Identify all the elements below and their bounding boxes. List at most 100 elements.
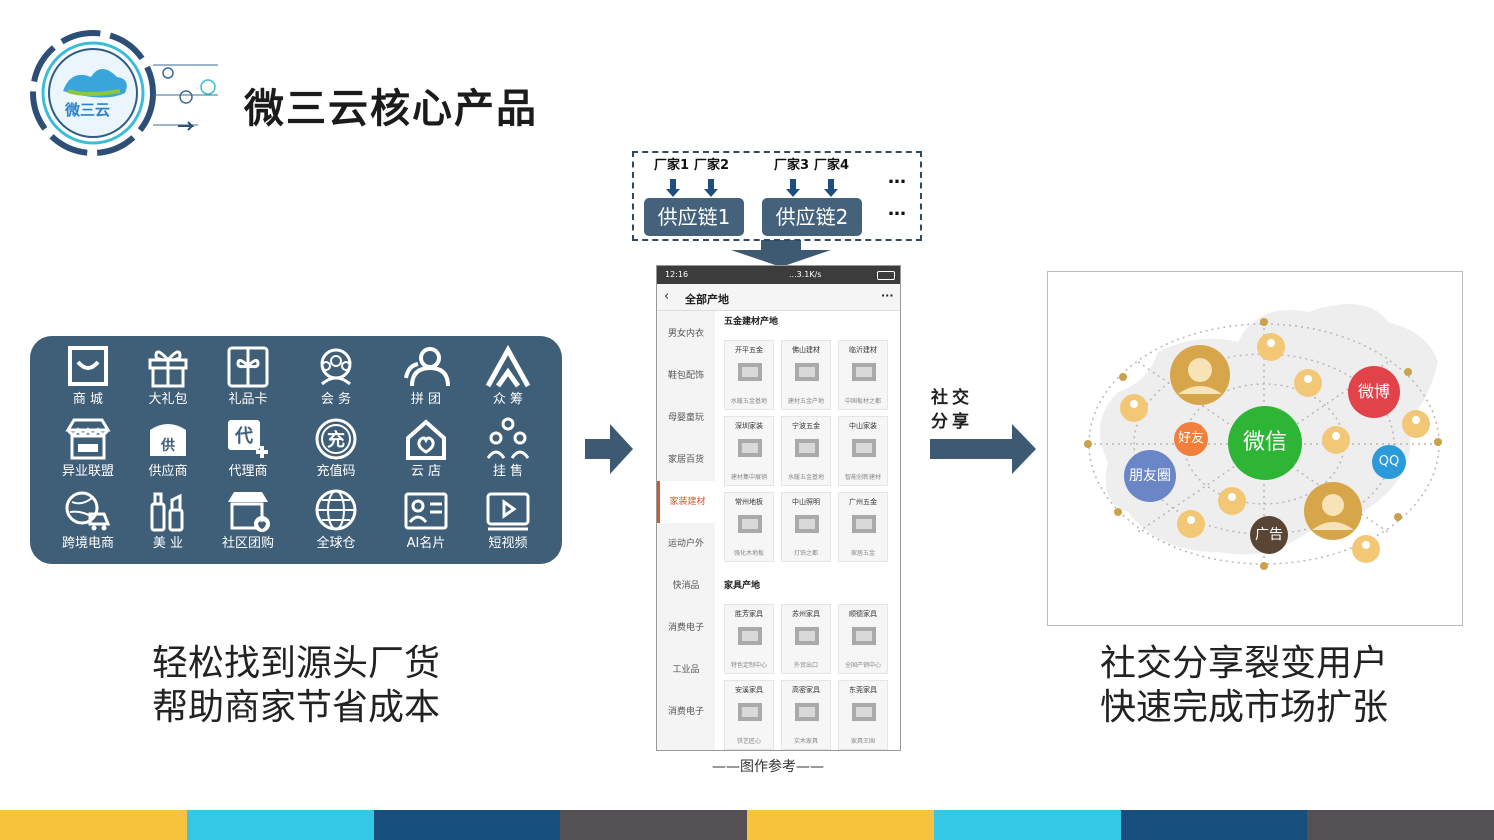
- product-card[interactable]: 高密家具实木家具: [781, 680, 831, 750]
- product-card[interactable]: 常州地板强化木地板: [724, 492, 774, 562]
- community-group-buy-icon: [228, 492, 270, 532]
- feature-ai-card[interactable]: AI名片: [382, 482, 470, 554]
- right-caption: 社交分享裂变用户 快速完成市场扩张: [1100, 642, 1388, 730]
- product-card[interactable]: 顺德家具全国产销中心: [838, 604, 888, 674]
- product-card[interactable]: 深圳家装建材集中展销: [724, 416, 774, 486]
- product-name: 深圳家装: [735, 422, 763, 430]
- feature-community-group-buy[interactable]: 社区团购: [204, 482, 292, 554]
- back-icon[interactable]: ‹: [664, 289, 670, 304]
- product-name: 顺德家具: [849, 610, 877, 618]
- footer-segment: [0, 810, 187, 840]
- product-subtitle: 建材五金产地: [787, 398, 824, 405]
- sidebar-item-category[interactable]: 家居百货: [667, 455, 704, 465]
- left-caption: 轻松找到源头厂货 帮助商家节省成本: [152, 642, 440, 730]
- factory-label: 厂家3: [774, 158, 810, 173]
- feature-label: AI名片: [406, 536, 446, 551]
- section-title: 五金建材产地: [724, 317, 779, 327]
- product-card[interactable]: 佛山建材建材五金产地: [781, 340, 831, 410]
- more-menu-icon[interactable]: ···: [881, 289, 894, 302]
- section-title: 家具产地: [724, 581, 761, 591]
- feature-label: 供应商: [148, 464, 188, 479]
- feature-shopping-bag[interactable]: 商 城: [44, 338, 132, 410]
- sidebar-item-category[interactable]: 鞋包配饰: [667, 371, 704, 381]
- sidebar-item-category[interactable]: 消费电子: [667, 623, 704, 633]
- product-card[interactable]: 安溪家具铁艺匠心: [724, 680, 774, 750]
- product-subtitle: 水暖五金基地: [787, 474, 824, 481]
- factory-arrows: [666, 179, 838, 197]
- feature-storefront[interactable]: 异业联盟: [44, 410, 132, 482]
- features-panel: 商 城大礼包礼品卡会 务拼 团众 筹异业联盟供供应商代代理商充充值码云 店挂 售…: [30, 336, 562, 564]
- footer-segment: [933, 810, 1121, 840]
- feature-short-video[interactable]: 短视频: [464, 482, 552, 554]
- product-card[interactable]: 临沂建材中国板材之都: [838, 340, 888, 410]
- product-subtitle: 特色定制中心: [730, 662, 767, 669]
- sidebar-item-category[interactable]: 家装建材: [657, 481, 715, 523]
- svg-text:充: 充: [327, 429, 345, 451]
- product-image-icon: [795, 703, 819, 721]
- gift-card-icon: [227, 346, 269, 388]
- short-video-icon: [486, 492, 530, 531]
- sidebar-item-category[interactable]: 男女内衣: [667, 329, 704, 339]
- product-subtitle: 水暖五金基地: [730, 398, 767, 405]
- nav-bar: ‹ 全部产地 ···: [657, 284, 900, 311]
- feature-cloud-store[interactable]: 云 店: [382, 410, 470, 482]
- product-subtitle: 全国产销中心: [844, 662, 881, 669]
- feature-meeting-group[interactable]: 会 务: [292, 338, 380, 410]
- feature-gift-box[interactable]: 大礼包: [124, 338, 212, 410]
- feature-label: 礼品卡: [228, 392, 268, 407]
- feature-label: 全球仓: [316, 536, 356, 551]
- sidebar-item-category[interactable]: 母婴童玩: [667, 413, 704, 423]
- product-card[interactable]: 中山照明灯饰之都: [781, 492, 831, 562]
- arrow-right-long-icon: [930, 424, 1036, 474]
- battery-icon: [877, 271, 895, 280]
- product-name: 宁波五金: [792, 422, 820, 430]
- product-subtitle: 外贸出口: [793, 662, 818, 669]
- sidebar-item-category[interactable]: 消费电子: [667, 707, 704, 717]
- right-caption-line1: 社交分享裂变用户: [1100, 643, 1389, 684]
- feature-agent[interactable]: 代代理商: [204, 410, 292, 482]
- feature-global-warehouse[interactable]: 全球仓: [292, 482, 380, 554]
- feature-cross-border[interactable]: 跨境电商: [44, 482, 132, 554]
- moments-bubble: 朋友圈: [1124, 450, 1176, 502]
- product-card[interactable]: 东莞家具家具王国: [838, 680, 888, 750]
- ai-card-icon: [404, 492, 448, 530]
- product-card[interactable]: 宁波五金水暖五金基地: [781, 416, 831, 486]
- product-image-icon: [852, 515, 876, 533]
- feature-gift-card[interactable]: 礼品卡: [204, 338, 292, 410]
- product-name: 高密家具: [792, 686, 820, 694]
- product-name: 佛山建材: [792, 346, 820, 354]
- svg-text:供: 供: [160, 437, 175, 454]
- cross-border-icon: [65, 491, 111, 531]
- sidebar-item-category[interactable]: 运动户外: [667, 539, 704, 549]
- feature-recharge-code[interactable]: 充充值码: [292, 410, 380, 482]
- product-card[interactable]: 胜芳家具特色定制中心: [724, 604, 774, 674]
- feature-group-buy[interactable]: 拼 团: [382, 338, 470, 410]
- meeting-group-icon: [320, 348, 352, 386]
- product-card[interactable]: 广州五金家居五金: [838, 492, 888, 562]
- supply-chain-box: 厂家1 厂家2 厂家3 厂家4 供应链1 供应链2 … …: [632, 151, 922, 241]
- feature-consignment[interactable]: 挂 售: [464, 410, 552, 482]
- product-subtitle: 建材集中展销: [730, 474, 767, 481]
- category-sidebar: 男女内衣鞋包配饰母婴童玩家居百货家装建材运动户外快消品消费电子工业品消费电子: [657, 311, 715, 750]
- feature-supplier[interactable]: 供供应商: [124, 410, 212, 482]
- sidebar-item-category[interactable]: 快消品: [672, 581, 700, 591]
- product-card[interactable]: 中山家装智能创新建材: [838, 416, 888, 486]
- product-name: 开平五金: [735, 346, 763, 354]
- feature-label: 商 城: [72, 392, 104, 407]
- product-card[interactable]: 开平五金水暖五金基地: [724, 340, 774, 410]
- feature-crowdfunding[interactable]: 众 筹: [464, 338, 552, 410]
- feature-beauty[interactable]: 美 业: [124, 482, 212, 554]
- footer-segment: [747, 810, 934, 840]
- agent-icon: 代: [228, 420, 268, 458]
- product-card[interactable]: 苏州家具外贸出口: [781, 604, 831, 674]
- nav-title: 全部产地: [685, 293, 729, 306]
- global-warehouse-icon: [315, 489, 357, 531]
- storefront-icon: [65, 418, 111, 460]
- wechat-bubble: 微信: [1228, 406, 1302, 480]
- sidebar-item-category[interactable]: 工业品: [672, 665, 700, 675]
- feature-label: 拼 团: [410, 392, 442, 407]
- product-subtitle: 家居五金: [850, 550, 875, 557]
- product-image-icon: [738, 363, 762, 381]
- social-line1: 社交: [931, 388, 973, 408]
- feature-label: 云 店: [410, 464, 442, 479]
